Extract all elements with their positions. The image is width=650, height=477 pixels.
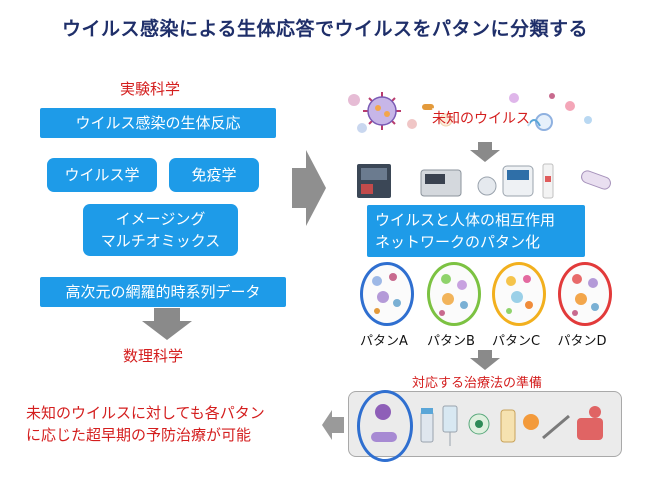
page-title: ウイルス感染による生体応答でウイルスをパタンに分類する [62, 18, 588, 40]
pattern-b-label: パタンB [427, 334, 475, 349]
pattern-b-circle [427, 262, 481, 326]
network-line1: ウイルスと人体の相互作用 [375, 211, 556, 229]
network-line2: ネットワークのパタン化 [375, 233, 541, 251]
immunology-box: 免疫学 [169, 158, 259, 192]
virus-cluster-icon [506, 275, 533, 314]
conclusion-line2: に応じた超早期の予防治療が可能 [26, 426, 252, 444]
lab-equipment-illustrations [357, 163, 611, 199]
drug-icons [420, 405, 603, 446]
bio-response-box: ウイルス感染の生体反応 [40, 108, 276, 138]
arrow-left-bottom [322, 410, 344, 440]
treatment-label: 対応する治療法の準備 [412, 376, 543, 391]
pattern-d-circle [558, 262, 612, 326]
arrow-down-right-2 [470, 350, 500, 370]
virology-box: ウイルス学 [47, 158, 157, 192]
unknown-virus-label: 未知のウイルス [432, 108, 530, 128]
virus-cluster-icon [439, 274, 468, 316]
arrow-right-middle [292, 150, 326, 226]
multiomics-label: マルチオミックス [100, 232, 221, 250]
conclusion-line1: 未知のウイルスに対しても各パタン [26, 404, 265, 422]
virus-and-pill-icon [371, 404, 397, 442]
arrow-down-right-1 [470, 142, 500, 162]
virus-cluster-icon [372, 273, 401, 314]
experimental-science-label: 実験科学 [120, 80, 181, 98]
treatment-box [348, 390, 622, 462]
selected-treatment-ring [357, 390, 413, 462]
pattern-a-label: パタンA [360, 334, 408, 349]
math-science-label: 数理科学 [123, 347, 184, 365]
imaging-multiomics-box: イメージング マルチオミックス [83, 204, 238, 256]
pattern-c-label: パタンC [491, 334, 541, 349]
virus-cluster-icon [572, 274, 599, 316]
pattern-a-circle [360, 262, 414, 326]
high-dim-data-box: 高次元の網羅的時系列データ [40, 277, 286, 307]
conclusion-text: 未知のウイルスに対しても各パタン に応じた超早期の予防治療が可能 [26, 402, 265, 446]
network-patterning-box: ウイルスと人体の相互作用 ネットワークのパタン化 [367, 205, 585, 257]
arrow-down-left [142, 308, 192, 340]
imaging-label: イメージング [115, 210, 206, 228]
pattern-d-label: パタンD [557, 334, 607, 349]
pattern-c-circle [492, 262, 546, 326]
